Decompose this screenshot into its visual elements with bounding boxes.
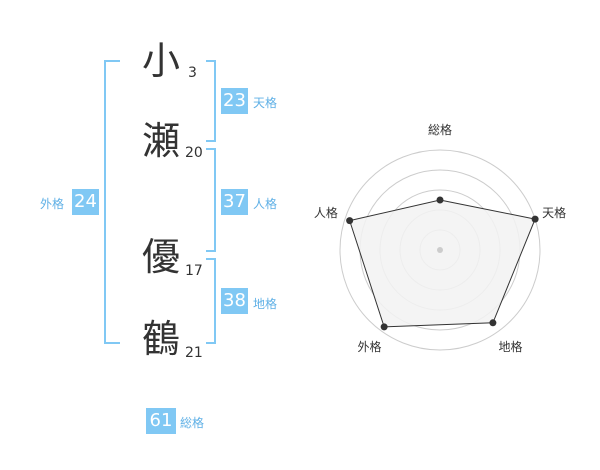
chikaku-value: 38 xyxy=(221,288,248,314)
name-char-2: 瀬 xyxy=(142,119,181,163)
jinkaku-label: 人格 xyxy=(253,197,278,211)
radar-point xyxy=(436,196,444,204)
radar-point xyxy=(380,323,388,331)
name-char-4: 鶴 xyxy=(142,317,181,361)
radar-polygon xyxy=(349,199,536,328)
radar-axis-label: 総格 xyxy=(428,122,452,137)
tenkaku-value: 23 xyxy=(221,88,248,114)
radar-axis-label: 地格 xyxy=(499,339,523,354)
radar-axis-label: 人格 xyxy=(314,205,338,220)
radar-axis-label: 外格 xyxy=(357,339,381,354)
stroke-count-1: 3 xyxy=(188,65,197,81)
stroke-count-3: 17 xyxy=(185,263,203,279)
stroke-count-4: 21 xyxy=(185,345,203,361)
radar-ring xyxy=(339,149,541,351)
stroke-count-2: 20 xyxy=(185,145,203,161)
gaikaku-label: 外格 xyxy=(40,197,65,211)
radar-point xyxy=(346,217,354,225)
name-char-1: 小 xyxy=(142,39,181,83)
radar-axis-label: 天格 xyxy=(542,205,566,220)
radar-point xyxy=(531,215,539,223)
soukaku-label: 総格 xyxy=(180,416,205,430)
jinkaku-value: 37 xyxy=(221,189,248,215)
radar-center-dot xyxy=(437,247,443,253)
chikaku-label: 地格 xyxy=(253,297,278,311)
soukaku-value: 61 xyxy=(146,408,176,434)
gaikaku-value: 24 xyxy=(72,189,99,215)
tenkaku-bracket xyxy=(206,60,216,142)
jinkaku-bracket xyxy=(206,148,216,252)
gaikaku-bracket xyxy=(104,60,120,344)
radar-point xyxy=(489,319,497,327)
name-char-3: 優 xyxy=(142,235,181,279)
chikaku-bracket xyxy=(206,258,216,344)
tenkaku-label: 天格 xyxy=(253,96,278,110)
